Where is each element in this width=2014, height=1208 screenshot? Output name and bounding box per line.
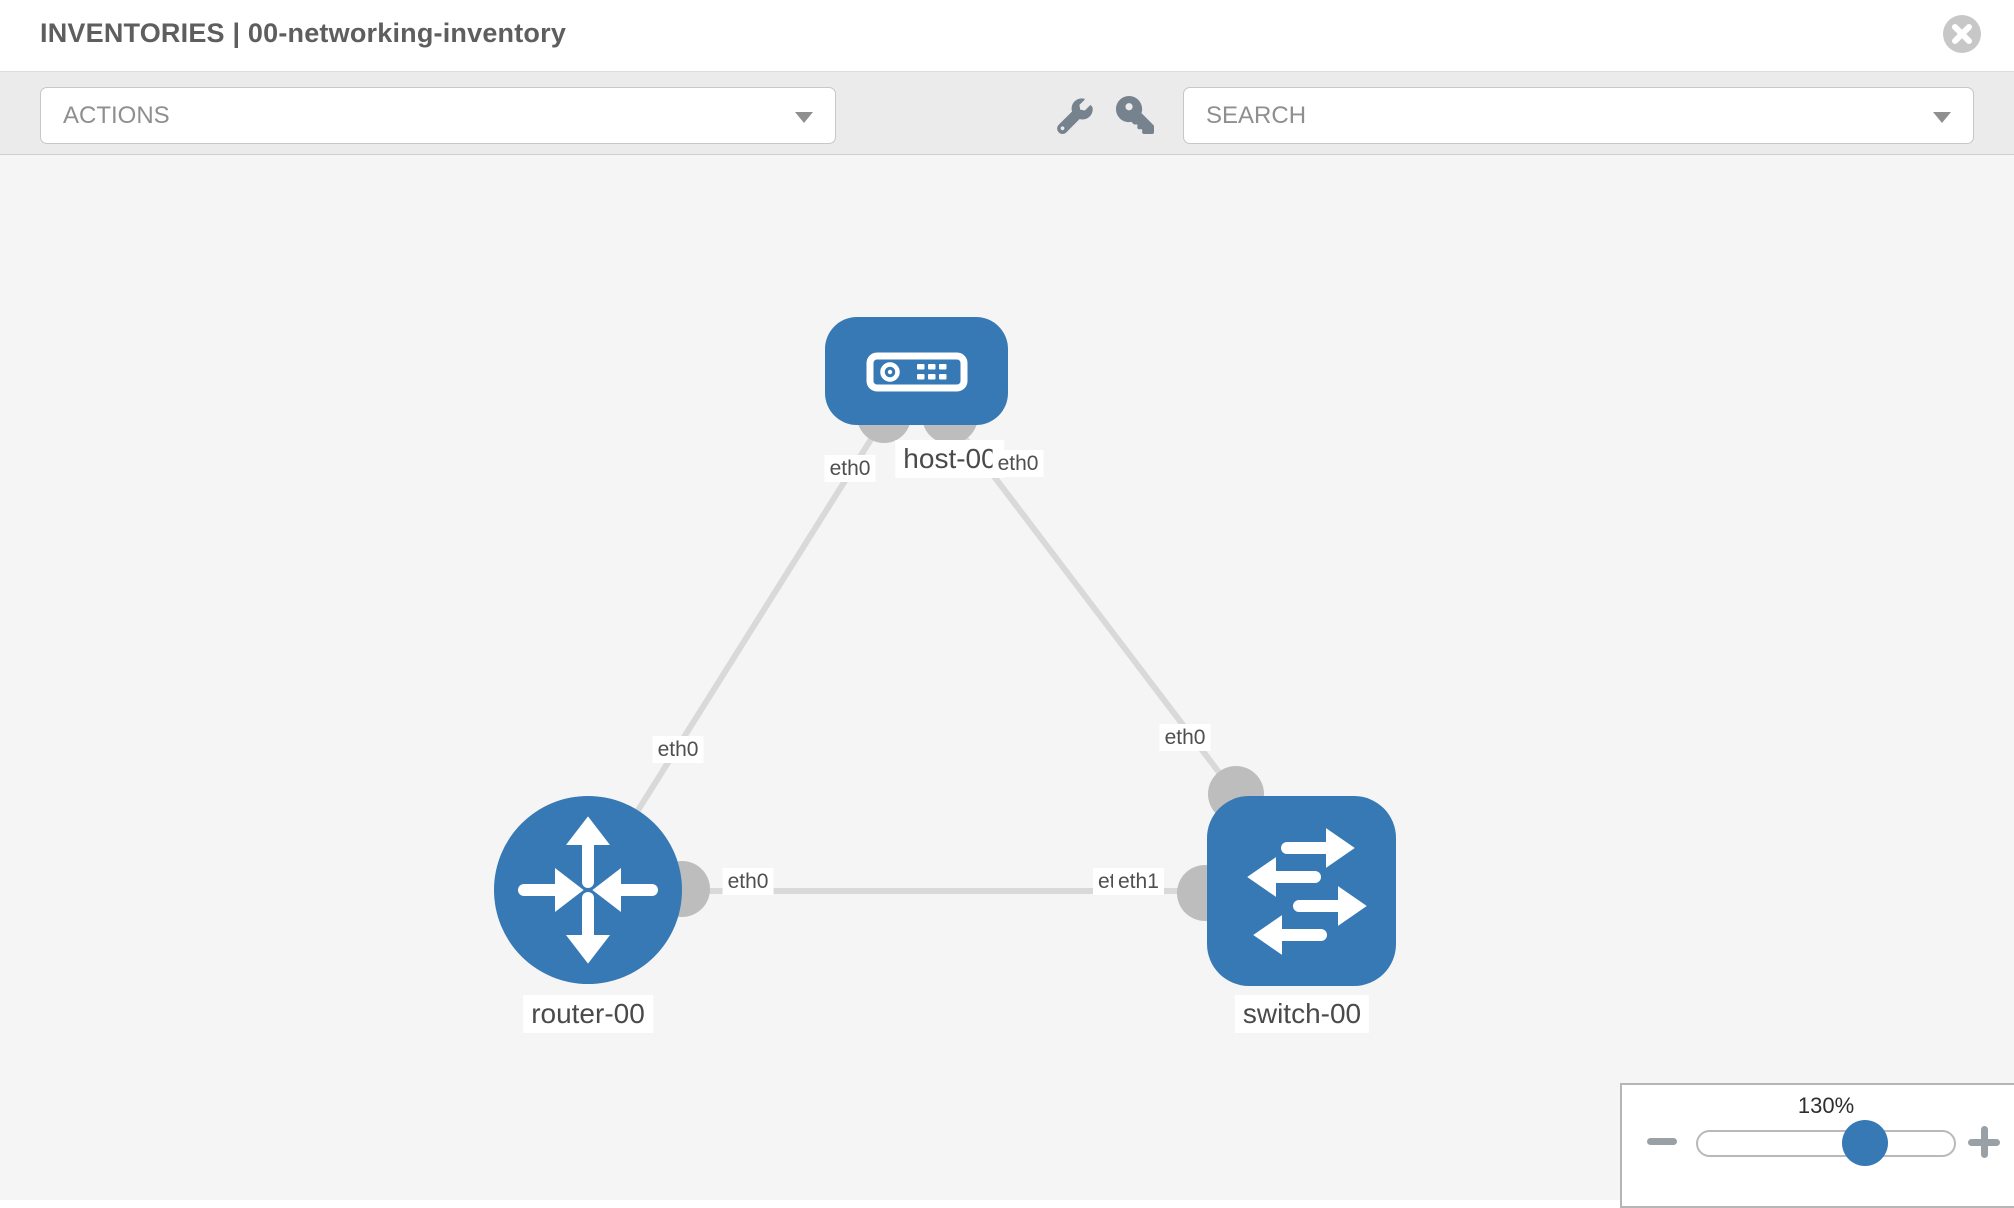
- search-dropdown-label: SEARCH: [1206, 101, 1307, 129]
- node-switch-00[interactable]: [1207, 796, 1396, 986]
- wrench-icon: [1057, 98, 1093, 134]
- zoom-level-value: 130%: [1797, 1093, 1855, 1118]
- zoom-out-button[interactable]: [1647, 1138, 1677, 1145]
- chevron-down-icon: [1933, 111, 1951, 123]
- actions-dropdown[interactable]: ACTIONS: [40, 87, 836, 144]
- close-button[interactable]: [1942, 14, 1982, 54]
- toolbar: ACTIONS SEARCH: [0, 71, 2014, 155]
- node-host-00[interactable]: [825, 317, 1008, 425]
- port-label-host-left: eth0: [824, 455, 876, 483]
- actions-dropdown-label: ACTIONS: [63, 101, 170, 129]
- wrench-button[interactable]: [1056, 96, 1094, 134]
- zoom-panel: 130%: [1620, 1083, 2014, 1208]
- port-label-link-host-switch: eth0: [1159, 724, 1211, 752]
- port-label-host-right: eth0: [992, 450, 1044, 478]
- page-title: INVENTORIES | 00-networking-inventory: [40, 18, 567, 48]
- node-label-host: host-00: [895, 440, 1005, 479]
- close-icon: [1943, 15, 1981, 53]
- search-dropdown[interactable]: SEARCH: [1183, 87, 1974, 144]
- node-label-router: router-00: [523, 995, 653, 1034]
- key-icon: [1116, 96, 1154, 134]
- key-button[interactable]: [1116, 96, 1154, 134]
- host-icon: [866, 352, 968, 392]
- topology-canvas[interactable]: [0, 155, 2014, 1200]
- port-label-switch-eth1: eth1: [1113, 868, 1164, 896]
- chevron-down-icon: [795, 111, 813, 123]
- node-label-switch: switch-00: [1234, 995, 1370, 1034]
- breadcrumb-header: INVENTORIES | 00-networking-inventory: [0, 0, 2014, 71]
- switch-icon: [1247, 828, 1367, 955]
- port-label-router-right: eth0: [722, 868, 774, 896]
- zoom-slider-handle[interactable]: [1842, 1120, 1888, 1166]
- port-label-link-host-router: eth0: [652, 736, 704, 764]
- node-router-00[interactable]: [494, 796, 682, 984]
- router-icon: [518, 816, 658, 964]
- zoom-slider-track[interactable]: [1696, 1130, 1956, 1157]
- zoom-in-button[interactable]: [1968, 1126, 2000, 1158]
